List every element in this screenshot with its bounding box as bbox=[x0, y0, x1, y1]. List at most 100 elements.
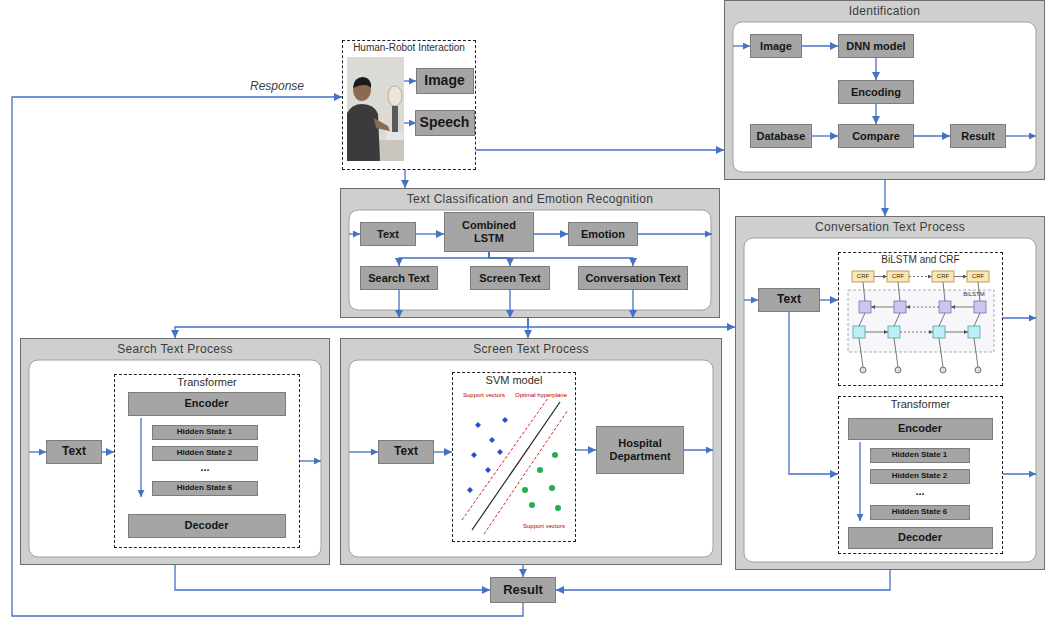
dashed-group: EncoderHidden State 1 Hidden State 2 Hidde… bbox=[838, 396, 1003, 554]
box-label: Hidden State 6 bbox=[177, 483, 233, 492]
process-panel: TextEncoderHidden State 1Hidden State 2H… bbox=[20, 338, 330, 565]
bilstm-crf-figure bbox=[975, 367, 981, 373]
box-label: Hidden State 2 bbox=[177, 448, 233, 457]
process-panel: ImageDNN modelEncodingDatabaseCompareRes… bbox=[724, 0, 1045, 180]
hidden-state-box: Hidden State 6 bbox=[870, 505, 970, 520]
box-label: Hidden State 6 bbox=[892, 507, 948, 516]
panel-title: Text Classification and Emotion Recognit… bbox=[340, 188, 720, 206]
flow-arrows bbox=[349, 451, 378, 452]
bilstm-crf-figure bbox=[951, 307, 974, 308]
connector bbox=[576, 449, 596, 450]
box-label: Screen Text bbox=[479, 272, 541, 285]
panel-ground bbox=[733, 22, 1036, 172]
box-label: Hospital Department bbox=[601, 437, 679, 462]
connector bbox=[528, 318, 735, 327]
svm-plot bbox=[549, 485, 555, 491]
flow-arrows bbox=[733, 45, 750, 46]
bilstm-crf-figure bbox=[933, 326, 945, 338]
hidden-state-box: Hidden State 2 bbox=[152, 446, 258, 461]
connector bbox=[175, 318, 528, 338]
annotation-label: ... bbox=[900, 485, 940, 498]
flow-arrows bbox=[680, 449, 713, 450]
process-box: Database bbox=[750, 124, 812, 148]
box-label: Database bbox=[757, 130, 806, 143]
panel-ground bbox=[744, 238, 1036, 562]
bilstm-crf-figure bbox=[859, 313, 865, 326]
svm-plot bbox=[502, 417, 508, 423]
box-label: Speech bbox=[420, 114, 470, 130]
process-box: DNN model bbox=[838, 34, 914, 58]
box-label: Text bbox=[777, 293, 801, 307]
box-label: Combined LSTM bbox=[449, 219, 529, 244]
interaction-photo bbox=[347, 57, 404, 161]
process-box: Encoder bbox=[848, 418, 993, 440]
bilstm-crf-figure bbox=[939, 301, 951, 313]
interaction-photo bbox=[388, 86, 402, 106]
bilstm-crf-figure bbox=[860, 367, 866, 373]
bilstm-crf-figure bbox=[895, 367, 901, 373]
box-label: Text bbox=[62, 445, 86, 459]
panel-ground bbox=[341, 189, 720, 318]
connector bbox=[884, 180, 885, 216]
panel-ground bbox=[21, 339, 330, 565]
process-box: Decoder bbox=[128, 514, 286, 538]
flow-arrows bbox=[140, 418, 141, 497]
annotation-label: CRF bbox=[928, 273, 958, 280]
panel-backgrounds bbox=[21, 1, 1045, 570]
process-box: Encoder bbox=[128, 392, 286, 416]
flow-arrows bbox=[29, 46, 1036, 521]
group-title: BiLSTM and CRF bbox=[839, 253, 1002, 266]
svm-plot bbox=[489, 437, 495, 443]
bilstm-crf-figure bbox=[894, 338, 898, 367]
flow-arrows bbox=[349, 233, 360, 234]
svm-plot bbox=[467, 417, 508, 493]
connector bbox=[399, 252, 489, 266]
panel-ground bbox=[21, 339, 330, 565]
box-label: Encoder bbox=[184, 397, 228, 410]
annotation-label: ... bbox=[185, 461, 225, 474]
panel-ground bbox=[29, 360, 321, 557]
svm-plot bbox=[522, 452, 561, 511]
annotation-label: Support vectors bbox=[461, 392, 507, 399]
bilstm-crf-figure bbox=[900, 332, 933, 333]
connector bbox=[12, 97, 523, 616]
hidden-state-box: Hidden State 6 bbox=[152, 481, 258, 496]
panel-ground bbox=[349, 210, 711, 310]
box-label: Encoder bbox=[898, 422, 942, 435]
flow-arrows bbox=[1006, 135, 1036, 136]
svm-plot bbox=[529, 502, 535, 508]
panel-title: Screen Text Process bbox=[340, 338, 722, 356]
process-box: Speech bbox=[415, 110, 475, 136]
connector bbox=[914, 135, 950, 136]
interaction-photo bbox=[374, 118, 390, 131]
bilstm-crf-figure bbox=[874, 276, 887, 277]
panel-title: Search Text Process bbox=[20, 338, 330, 356]
process-box: Text bbox=[46, 440, 102, 464]
group-title: SVM model bbox=[453, 373, 575, 387]
svm-plot bbox=[467, 487, 473, 493]
connector bbox=[476, 149, 724, 150]
svm-plot bbox=[497, 449, 503, 455]
hidden-state-box: Hidden State 2 bbox=[870, 469, 970, 484]
box-label: Compare bbox=[852, 130, 900, 143]
flow-arrows bbox=[1003, 473, 1036, 474]
svm-plot bbox=[537, 467, 543, 473]
connector bbox=[489, 252, 510, 266]
bilstm-crf-figure bbox=[894, 313, 900, 326]
connector bbox=[802, 45, 838, 46]
bilstm-crf-figure bbox=[954, 276, 967, 277]
bilstm-crf-figure bbox=[968, 326, 980, 338]
svm-plot bbox=[522, 487, 528, 493]
panel-title: Identification bbox=[724, 0, 1045, 18]
process-box: Text bbox=[378, 440, 434, 464]
interaction-photo bbox=[347, 57, 404, 161]
annotation-label: CRF bbox=[848, 273, 878, 280]
hidden-state-box: Hidden State 1 bbox=[870, 448, 970, 463]
panel-ground bbox=[341, 339, 722, 565]
bilstm-crf-figure bbox=[888, 326, 900, 338]
svm-plot bbox=[471, 452, 477, 458]
svm-plot bbox=[472, 402, 560, 530]
bilstm-crf-figure bbox=[974, 338, 978, 367]
panel-ground bbox=[736, 217, 1045, 570]
flow-arrows bbox=[300, 460, 321, 461]
